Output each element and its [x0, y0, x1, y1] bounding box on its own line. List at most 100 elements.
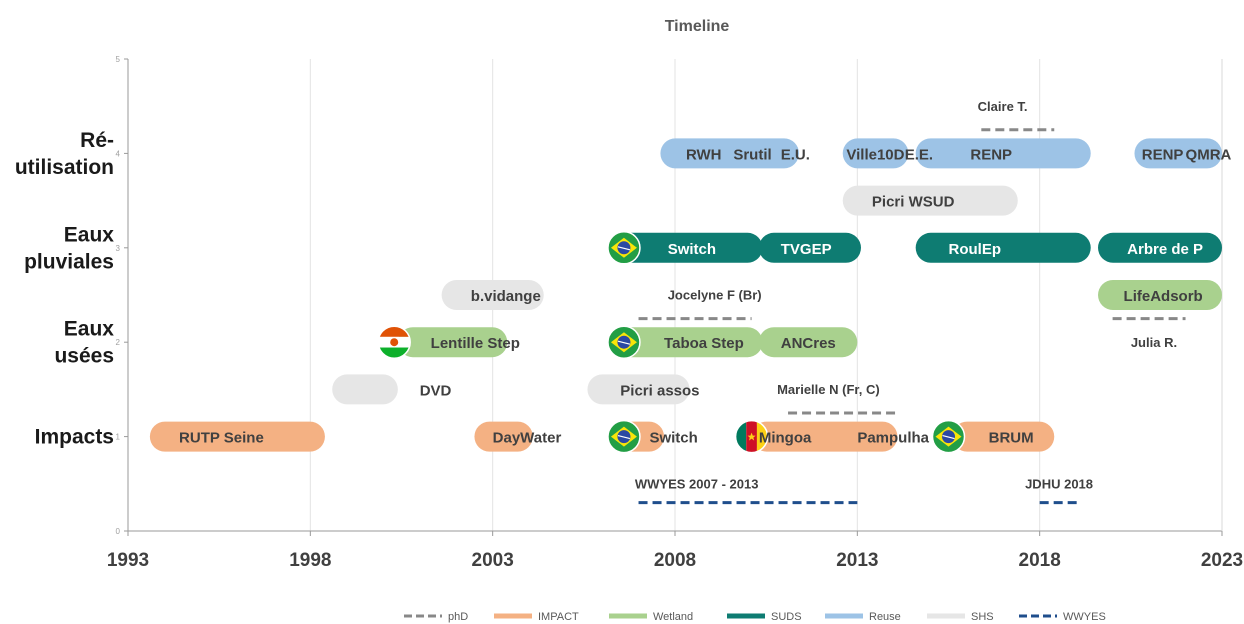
- flag-cameroon-icon: [734, 419, 769, 454]
- bar-label: RUTP Seine: [179, 430, 264, 447]
- dashed-line-label: WWYES 2007 - 2013: [635, 477, 759, 492]
- bar-label: ANCres: [781, 335, 836, 352]
- bar-label: RENP: [970, 146, 1012, 163]
- flag-brazil-icon: [607, 325, 641, 359]
- dashed-line-label: Jocelyne F (Br): [668, 288, 762, 303]
- timeline-bar: [842, 185, 1018, 216]
- timeline-bar: [758, 327, 858, 358]
- bar-label: TVGEP: [781, 241, 832, 258]
- y-tick-label: 1: [116, 433, 121, 442]
- dashed-line-label: JDHU 2018: [1025, 477, 1093, 492]
- flag-star: [747, 432, 756, 441]
- timeline-bar: [952, 421, 1055, 452]
- bar-label: RoulEp: [949, 241, 1002, 258]
- dashed-lines: Claire T.Jocelyne F (Br)Julia R.Marielle…: [635, 99, 1186, 505]
- bar-label: E.E.: [905, 146, 933, 163]
- timeline-bar: [915, 232, 1091, 263]
- timeline-bar: [587, 374, 690, 405]
- x-tick-label: 2003: [472, 550, 514, 571]
- timeline-bar: [149, 421, 325, 452]
- bar-label: Taboa Step: [664, 335, 744, 352]
- y-tick-label: 3: [116, 244, 121, 253]
- bar-label: Switch: [668, 241, 716, 258]
- legend-label: Reuse: [869, 611, 901, 623]
- y-tick-label: 5: [116, 55, 121, 64]
- timeline-bar: [397, 327, 508, 358]
- flag-ring: [734, 419, 769, 454]
- timeline-bar: [758, 232, 861, 263]
- x-tick-label: 2013: [836, 550, 878, 571]
- bar-label: LifeAdsorb: [1124, 288, 1203, 305]
- flag-ring: [377, 325, 411, 359]
- bar-label: b.vidange: [471, 288, 541, 305]
- bar-label: DVD: [420, 382, 452, 399]
- category-label: utilisation: [15, 156, 114, 179]
- bar-label: Arbre de P: [1127, 241, 1203, 258]
- bar-label: Mingoa: [759, 430, 812, 447]
- category-label: Ré-: [80, 129, 114, 152]
- legend-label: SUDS: [771, 611, 802, 623]
- flag-stripe-left: [735, 420, 747, 453]
- flag-ring: [607, 419, 641, 454]
- flag-body: [378, 326, 411, 359]
- bar-label: Picri assos: [620, 382, 699, 399]
- timeline-bar: [842, 138, 909, 169]
- x-tick-label: 1998: [289, 550, 331, 571]
- bar-label: BRUM: [989, 430, 1034, 447]
- bar-label: RWH: [686, 146, 722, 163]
- flag-brazil-icon: [607, 419, 641, 454]
- flag-stripe-bottom: [378, 347, 411, 359]
- category-label: usées: [54, 345, 114, 368]
- bar-label: DayWater: [493, 430, 562, 447]
- flag-ring: [607, 325, 641, 359]
- legend-label: SHS: [971, 611, 994, 623]
- bar-label: Srutil: [733, 146, 771, 163]
- flag-body: [932, 420, 965, 453]
- flag-band: [942, 435, 955, 440]
- x-tick-label: 2008: [654, 550, 696, 571]
- bar-label: QMRA: [1186, 146, 1232, 163]
- flag-band: [617, 246, 631, 251]
- x-tick-label: 1993: [107, 550, 149, 571]
- flag-band: [617, 340, 631, 345]
- timeline-bar: [1098, 232, 1222, 263]
- flag-stripe-top: [378, 326, 411, 337]
- timeline-bar: [474, 421, 533, 452]
- flag-brazil-icon: [931, 419, 966, 454]
- bar-label: E.U.: [781, 146, 810, 163]
- timeline-bar: [1134, 138, 1222, 169]
- dashed-line-label: Claire T.: [978, 99, 1028, 114]
- bar-label: Picri WSUD: [872, 194, 955, 211]
- legend-label: phD: [448, 611, 468, 623]
- flag-body: [607, 231, 640, 264]
- legend-label: WWYES: [1063, 611, 1106, 623]
- x-tick-label: 2018: [1019, 550, 1061, 571]
- y-tick-label: 4: [116, 149, 121, 158]
- flag-body: [735, 420, 768, 453]
- bar-label: Ville10D: [846, 146, 904, 163]
- flag-disc: [390, 338, 399, 347]
- category-labels: Ré-utilisationEauxpluvialesEauxuséesImpa…: [15, 129, 114, 449]
- bar-label: Pampulha: [857, 430, 929, 447]
- category-label: Eaux: [64, 223, 115, 246]
- timeline-bar: [441, 280, 544, 310]
- flag-body: [607, 326, 640, 359]
- flag-ring: [931, 419, 966, 454]
- timeline-bar: [751, 421, 898, 452]
- legend-label: IMPACT: [538, 611, 579, 623]
- flag-ring: [607, 231, 641, 265]
- y-tick-label: 2: [116, 338, 121, 347]
- timeline-bar: [616, 327, 763, 358]
- timeline-bar: [915, 138, 1091, 169]
- timeline-bar: [332, 374, 398, 405]
- y-tick-label: 0: [116, 527, 121, 536]
- dashed-line-label: Marielle N (Fr, C): [777, 382, 880, 397]
- flag-body: [607, 420, 640, 453]
- flag-band: [617, 435, 631, 440]
- flags: [377, 231, 966, 454]
- timeline-bar: [660, 138, 799, 169]
